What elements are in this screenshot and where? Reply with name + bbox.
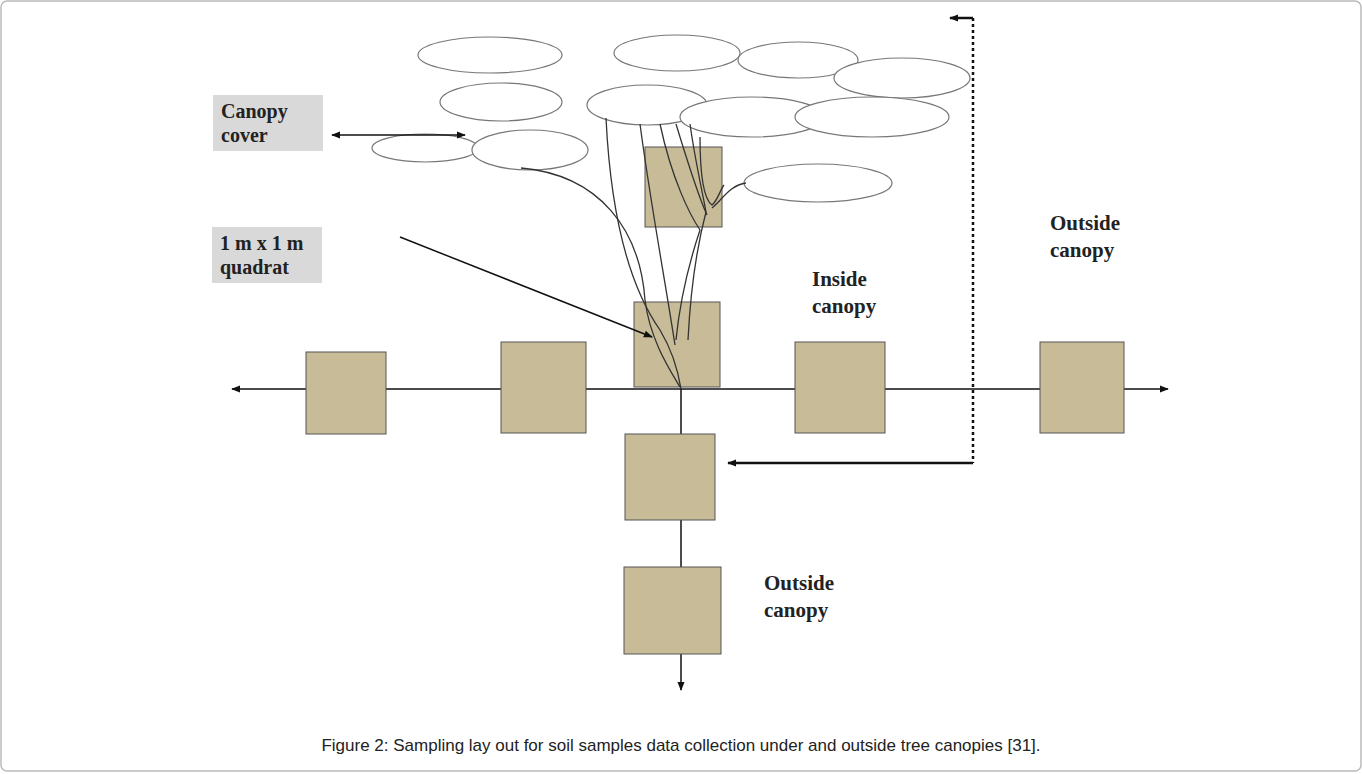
box-label: Canopy cover [221, 99, 315, 147]
pointer-arrow [400, 237, 652, 337]
boundary-arrow [728, 462, 973, 465]
figure-caption: Figure 2: Sampling lay out for soil samp… [0, 736, 1362, 756]
canopy-boundary [972, 18, 975, 463]
label-box: 1 m x 1 m quadrat [212, 227, 322, 283]
region-label: Outside canopy [1050, 210, 1160, 265]
pointer-arrow [332, 134, 465, 136]
box-label: 1 m x 1 m quadrat [220, 231, 314, 279]
tree-trunk [521, 118, 746, 389]
quadrats [306, 147, 1124, 654]
region-label: Outside canopy [764, 570, 874, 625]
region-label: Inside canopy [812, 266, 912, 321]
label-box: Canopy cover [213, 95, 323, 151]
boundary-arrow [950, 17, 973, 20]
